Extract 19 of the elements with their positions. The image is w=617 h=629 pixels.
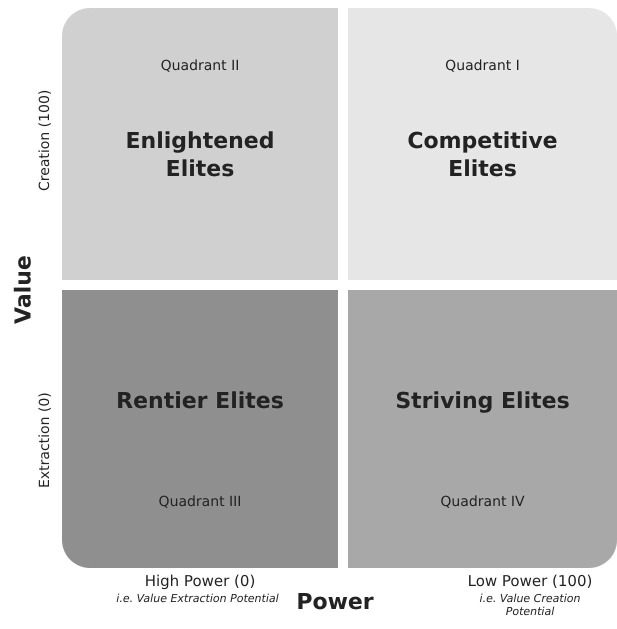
- quadrant-label: Quadrant I: [444, 58, 521, 74]
- quadrant-title: Competitive Elites: [406, 128, 559, 184]
- quadrant-title: Rentier Elites: [115, 388, 285, 416]
- axis-note: i.e. Value Creation Potential: [478, 592, 582, 618]
- axis-note: i.e. Value Extraction Potential: [115, 592, 280, 605]
- axis-title: Value: [10, 254, 38, 326]
- quadrant-label: Quadrant II: [160, 58, 240, 74]
- axis-end-label: Extraction (0): [36, 391, 54, 490]
- quadrant-title: Striving Elites: [394, 388, 571, 416]
- axis-end-label: High Power (0): [144, 572, 256, 590]
- quadrant-panel: [348, 290, 617, 568]
- quadrant-label: Quadrant IV: [439, 494, 526, 510]
- axis-end-label: Creation (100): [36, 88, 54, 193]
- quadrant-panel: [62, 290, 338, 568]
- quadrant-panel: [348, 8, 617, 280]
- quadrant-title: Enlightened Elites: [124, 128, 276, 184]
- axis-end-label: Low Power (100): [466, 572, 594, 590]
- quadrant-label: Quadrant III: [158, 494, 242, 510]
- quadrant-panel: [62, 8, 338, 280]
